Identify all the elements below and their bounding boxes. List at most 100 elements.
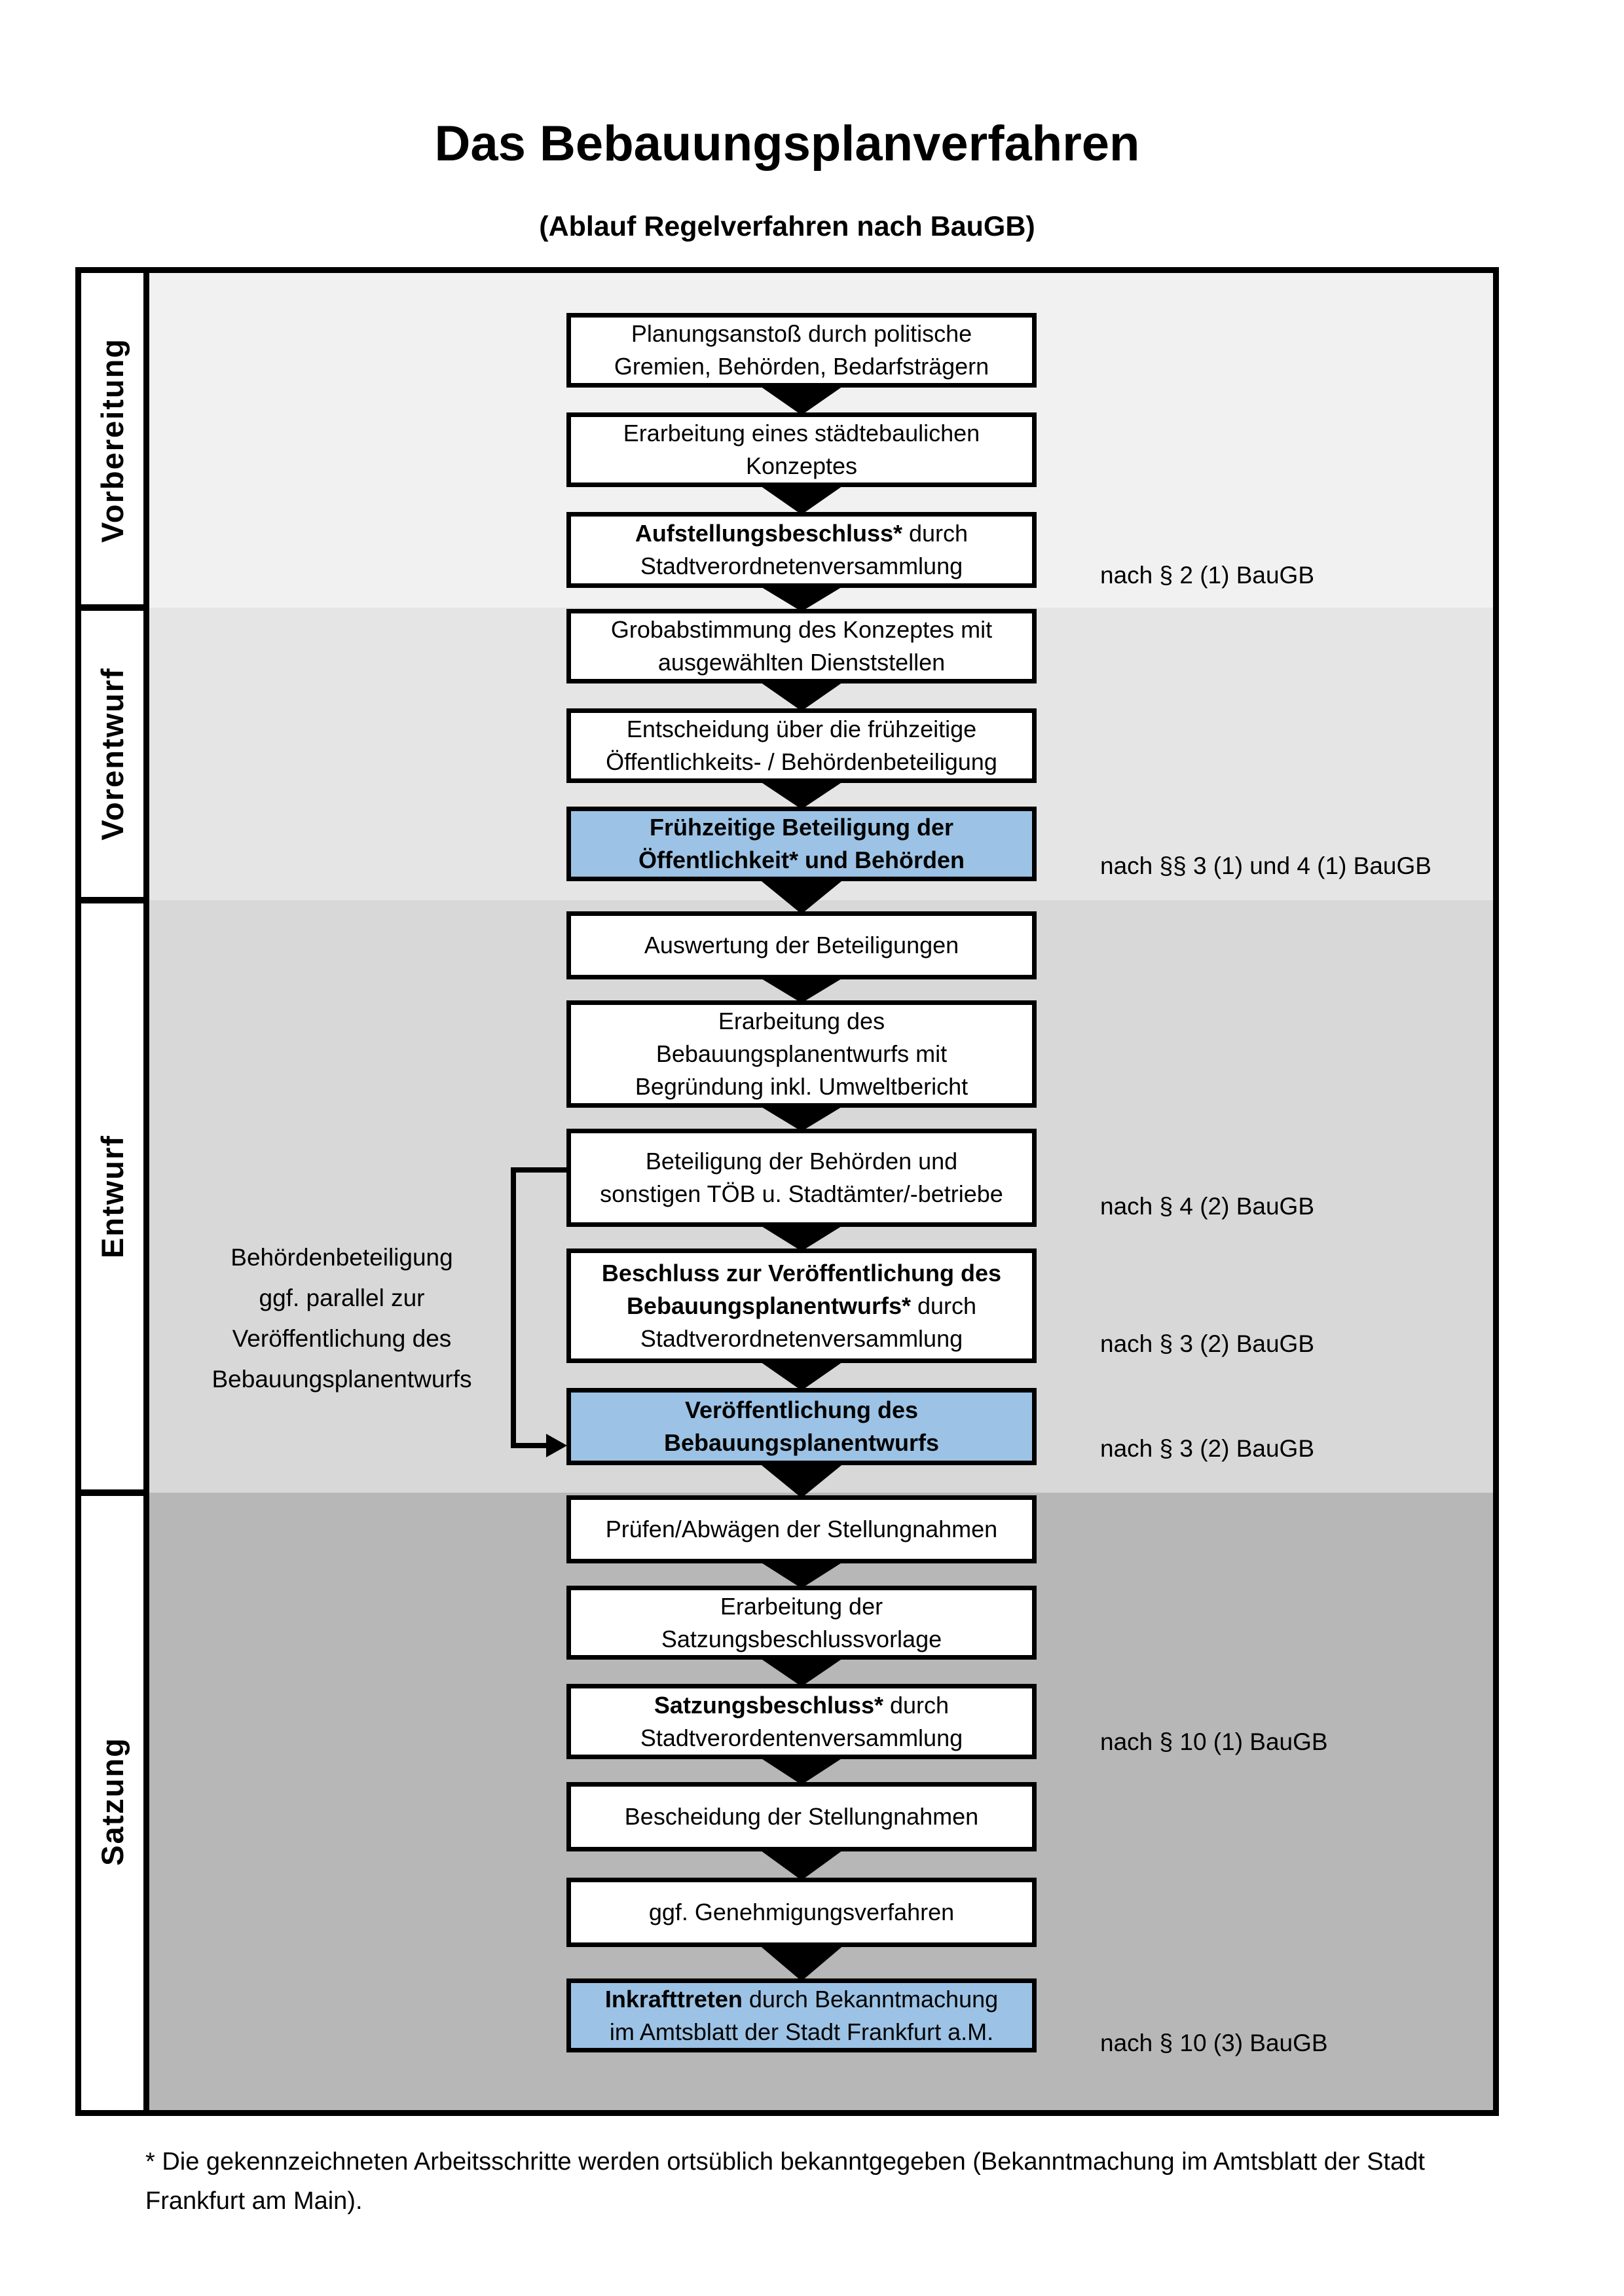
box-line: Satzungsbeschlussvorlage <box>661 1623 942 1656</box>
flow-arrow-down-icon <box>758 1849 845 1880</box>
flow-arrow-down-icon <box>758 681 845 711</box>
box-text-segment: Bebauungsplanentwurfs mit <box>655 1040 948 1067</box>
flow-arrow-down-icon <box>758 879 845 914</box>
grobabstimmung-box: Grobabstimmung des Konzeptes mit ausgewäh… <box>566 609 1037 683</box>
box-text-segment: Entscheidung über die frühzeitige <box>626 716 977 742</box>
box-text-segment: Beteiligung der Behörden und <box>645 1148 958 1175</box>
side-note-line: ggf. parallel zur <box>259 1285 425 1311</box>
box-line: Inkrafttreten durch Bekanntmachung <box>605 1983 998 2016</box>
box-line: Erarbeitung eines städtebaulichen <box>623 417 980 450</box>
box-line: Stadtverordnetenversammlung <box>640 550 963 583</box>
flow-arrow-down-icon <box>758 1360 845 1391</box>
box-text-segment: durch <box>883 1691 950 1719</box>
footnote-line: * Die gekennzeichneten Arbeitsschritte w… <box>145 2148 1425 2176</box>
box-text-segment: Erarbeitung der <box>720 1592 883 1620</box>
box-line: Öffentlichkeits- / Behördenbeteiligung <box>606 746 997 778</box>
box-line: im Amtsblatt der Stadt Frankfurt a.M. <box>610 2016 993 2049</box>
box-line: ausgewählten Dienststellen <box>658 646 945 679</box>
box-line: ggf. Genehmigungsverfahren <box>649 1896 954 1929</box>
box-line: Prüfen/Abwägen der Stellungnahmen <box>606 1513 997 1546</box>
parallel-connector-arrowhead-icon <box>546 1434 567 1457</box>
box-text-segment: Stadtverordnetenversammlung <box>640 553 963 579</box>
box-line: Beteiligung der Behörden und <box>646 1145 957 1178</box>
box-line: Erarbeitung der <box>720 1590 883 1623</box>
box-line: Satzungsbeschluss* durch <box>654 1689 949 1722</box>
box-text-segment: Stadtverordentenversammlung <box>640 1724 963 1751</box>
box-text-segment: Prüfen/Abwägen der Stellungnahmen <box>605 1516 998 1542</box>
bescheidung-box: Bescheidung der Stellungnahmen <box>566 1782 1037 1851</box>
genehmigungsverfahren-box: ggf. Genehmigungsverfahren <box>566 1878 1037 1947</box>
pruefen-abwaegen-box: Prüfen/Abwägen der Stellungnahmen <box>566 1495 1037 1563</box>
law-reference: nach § 2 (1) BauGB <box>1100 562 1315 589</box>
box-text-segment: Erarbeitung eines städtebaulichen <box>623 420 980 446</box>
box-text-segment: Öffentlichkeits- / Behördenbeteiligung <box>606 748 997 775</box>
box-text-segment: Aufstellungsbeschluss* <box>635 520 903 547</box>
box-text-segment: Stadtverordnetenversammlung <box>640 1324 963 1352</box>
box-line: Frühzeitige Beteiligung der <box>650 811 953 844</box>
box-text-segment: Bebauungsplanentwurfs <box>663 1429 940 1456</box>
box-text-segment: Bescheidung der Stellungnahmen <box>624 1803 979 1830</box>
law-reference: nach §§ 3 (1) und 4 (1) BauGB <box>1100 852 1431 879</box>
box-text-segment: Begründung inkl. Umweltbericht <box>635 1073 969 1100</box>
phase-label-text: Vorbereitung <box>95 338 130 543</box>
box-text-segment: durch <box>910 1292 977 1319</box>
law-reference: nach § 3 (2) BauGB <box>1100 1435 1315 1462</box>
phase-label-separator <box>81 604 143 611</box>
parallel-connector-stub <box>511 1167 566 1173</box>
box-line: Beschluss zur Veröffentlichung des <box>602 1257 1001 1290</box>
law-reference: nach § 4 (2) BauGB <box>1100 1193 1315 1220</box>
phase-label-text: Vorentwurf <box>95 667 130 841</box>
box-line: Gremien, Behörden, Bedarfsträgern <box>614 350 989 383</box>
box-line: Veröffentlichung des <box>685 1394 918 1427</box>
law-reference: nach § 10 (3) BauGB <box>1100 2030 1328 2056</box>
box-text-segment: Planungsanstoß durch politische <box>631 320 972 347</box>
box-text-segment: Gremien, Behörden, Bedarfsträgern <box>614 353 989 380</box>
flow-arrow-down-icon <box>758 1944 845 1981</box>
box-line: Planungsanstoß durch politische <box>631 318 972 350</box>
phase-label-separator <box>81 1489 143 1496</box>
box-line: Öffentlichkeit* und Behörden <box>638 844 965 877</box>
flow-arrow-down-icon <box>758 977 845 1003</box>
box-line: Begründung inkl. Umweltbericht <box>635 1070 968 1103</box>
box-text-segment: Satzungsbeschlussvorlage <box>661 1625 942 1652</box>
phase-label-separator <box>81 897 143 903</box>
box-text-segment: Auswertung der Beteiligungen <box>644 932 959 958</box>
behoerden-toeb-beteiligung-box: Beteiligung der Behörden und sonstigen TÖ… <box>566 1129 1037 1227</box>
box-line: Aufstellungsbeschluss* durch <box>635 517 968 550</box>
flow-arrow-down-icon <box>758 1463 845 1498</box>
box-text-segment: Konzeptes <box>745 452 858 479</box>
flow-arrow-down-icon <box>758 1657 845 1686</box>
side-note-line: Behördenbeteiligung <box>231 1244 453 1271</box>
box-line: Erarbeitung des <box>718 1005 885 1038</box>
footnote: * Die gekennzeichneten Arbeitsschritte w… <box>145 2142 1514 2221</box>
page-subtitle: (Ablauf Regelverfahren nach BauGB) <box>539 211 1035 242</box>
phase-label-entwurf: Entwurf <box>81 900 143 1493</box>
box-text-segment: ggf. Genehmigungsverfahren <box>648 1899 955 1925</box>
box-text-segment: Satzungsbeschluss* <box>654 1691 884 1719</box>
side-note-line: Bebauungsplanentwurfs <box>212 1366 472 1393</box>
box-text-segment: Bebauungsplanentwurfs* <box>626 1292 911 1319</box>
box-text-segment: Grobabstimmung des Konzeptes mit <box>610 616 993 643</box>
parallel-connector-line <box>511 1167 516 1448</box>
box-text-segment: Veröffentlichung des <box>684 1396 919 1423</box>
label-column-divider <box>143 273 149 2110</box>
box-line: Grobabstimmung des Konzeptes mit <box>611 613 992 646</box>
box-text-segment: durch <box>902 520 969 547</box>
phase-label-text: Satzung <box>95 1737 130 1866</box>
flow-arrow-down-icon <box>758 1561 845 1588</box>
flow-arrow-down-icon <box>758 1224 845 1251</box>
box-line: sonstigen TÖB u. Stadtämter/-betriebe <box>600 1178 1003 1211</box>
box-line: Bebauungsplanentwurfs mit <box>656 1038 947 1070</box>
box-text-segment: Öffentlichkeit* und Behörden <box>638 847 965 873</box>
